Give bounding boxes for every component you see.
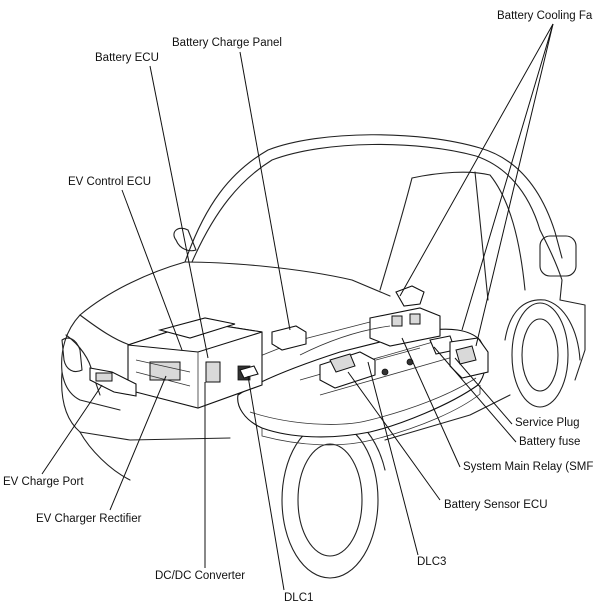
vehicle-outline [61,134,586,579]
label-system-main-relay: System Main Relay (SMF [463,461,594,473]
label-battery-cooling-fan: Battery Cooling Fa [497,10,593,22]
rear-components [299,285,489,389]
label-ev-charger-rectifier: EV Charger Rectifier [36,513,142,525]
label-battery-fuse: Battery fuse [519,436,581,448]
label-battery-charge-panel: Battery Charge Panel [172,37,282,49]
label-dlc3: DLC3 [417,556,447,568]
label-dlc1: DLC1 [284,592,314,604]
leader-lines [41,23,554,591]
label-ev-control-ecu: EV Control ECU [68,176,152,188]
charge-panel [271,325,307,351]
label-service-plug: Service Plug [515,417,580,429]
ev-charge-port [89,367,137,397]
label-ev-charge-port: EV Charge Port [3,476,84,488]
label-dc-dc-converter: DC/DC Converter [155,570,246,582]
label-battery-sensor-ecu: Battery Sensor ECU [444,499,548,511]
dlc1-connector [239,365,259,379]
label-battery-ecu: Battery ECU [95,52,159,64]
